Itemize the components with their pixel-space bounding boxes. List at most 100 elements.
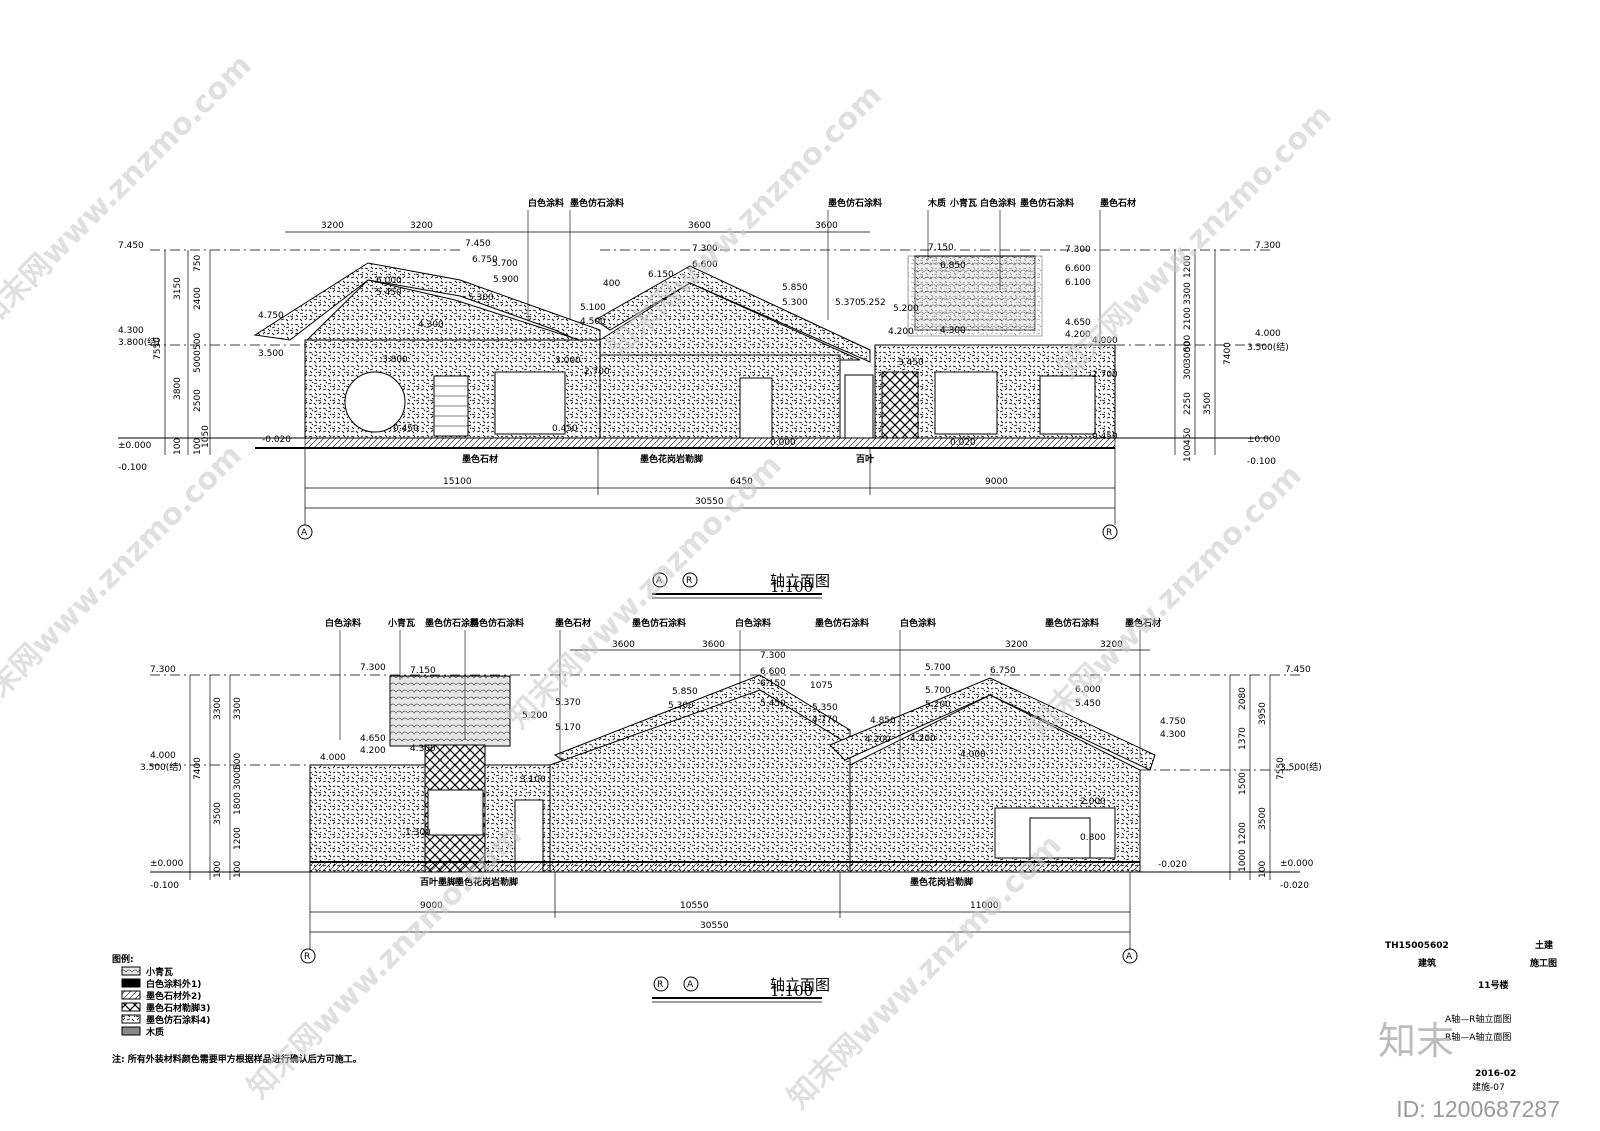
legend-note: 注: 所有外装材料颜色需要甲方根据样品进行确认后方可施工。 bbox=[112, 1053, 362, 1065]
dim-text: 1800 bbox=[233, 792, 243, 815]
level-mark: -0.100 bbox=[150, 881, 179, 891]
level-mark: 4.200 bbox=[910, 734, 936, 744]
level-mark: ±0.000 bbox=[150, 859, 184, 869]
legend-item: 墨色石材外2) bbox=[146, 990, 201, 1002]
drawing-type: 建筑 bbox=[1418, 957, 1436, 969]
level-mark: 6.750 bbox=[990, 666, 1016, 676]
dim-text: 7400 bbox=[1223, 342, 1233, 365]
dim-text: 3300 bbox=[213, 697, 223, 720]
drawing-name-1: A轴—R轴立面图 bbox=[1445, 1013, 1511, 1025]
level-mark: 4.200 bbox=[888, 327, 914, 337]
material-label: 白色涂料 bbox=[528, 197, 564, 209]
material-label: 墨色花岗岩勒脚 bbox=[910, 876, 973, 888]
dim-text: 1050 bbox=[201, 425, 211, 448]
dim-text: 1200 bbox=[1238, 822, 1248, 845]
dim-text: 3150 bbox=[173, 277, 183, 300]
level-mark: 3.800(结) bbox=[118, 336, 160, 348]
level-mark: -0.020 bbox=[1280, 881, 1309, 891]
drawing-date: 2016-02 bbox=[1475, 1069, 1516, 1079]
level-mark: 0.000 bbox=[770, 438, 796, 448]
material-label: 白色涂料 bbox=[325, 617, 361, 629]
level-mark: 3.500(结) bbox=[1280, 761, 1322, 773]
material-label: 墨色仿石涂料 bbox=[1020, 197, 1074, 209]
window-large-1 bbox=[494, 371, 566, 435]
level-mark: 4.850 bbox=[870, 716, 896, 726]
level-mark: 6.000 bbox=[1075, 685, 1101, 695]
level-mark: 7.300 bbox=[692, 244, 718, 254]
material-label: 小青瓦 bbox=[387, 617, 415, 629]
drawing-stage: 施工图 bbox=[1530, 957, 1557, 969]
level-mark: 6.600 bbox=[760, 667, 786, 677]
dim-text: 2080 bbox=[1238, 687, 1248, 710]
door-2 bbox=[844, 374, 874, 439]
level-mark: 5.200 bbox=[925, 700, 951, 710]
level-mark: 6.600 bbox=[692, 260, 718, 270]
title-axis: A bbox=[656, 576, 663, 586]
material-label: 白色涂料 bbox=[980, 197, 1016, 209]
level-mark: 4.300 bbox=[940, 326, 966, 336]
level-mark: 0.020 bbox=[950, 438, 976, 448]
level-mark: 5.450 bbox=[376, 288, 402, 298]
level-mark: 5.850 bbox=[672, 687, 698, 697]
dim-text: 500 bbox=[193, 333, 203, 350]
axis-bubble-a bbox=[297, 524, 313, 540]
legend-swatch bbox=[121, 966, 141, 976]
level-mark: 5.700 bbox=[925, 663, 951, 673]
dim-text: 500 bbox=[233, 753, 243, 770]
dim-text: 3000 bbox=[1183, 341, 1193, 364]
level-mark: 4.500 bbox=[580, 317, 606, 327]
roof-middle-gable bbox=[549, 689, 851, 873]
axis-label-a: A bbox=[1126, 952, 1133, 962]
dim-text: 100 bbox=[213, 861, 223, 878]
watermark: 知末网www.znzmo.com bbox=[0, 48, 259, 336]
level-mark: -0.100 bbox=[118, 463, 147, 473]
dim-text: 300 bbox=[1183, 363, 1193, 380]
level-mark: 0.800 bbox=[1080, 833, 1106, 843]
level-mark: 5.300 bbox=[782, 298, 808, 308]
title-block: TH15005602 土建 建筑 施工图 11号楼 A轴—R轴立面图 R轴—A轴… bbox=[1385, 939, 1557, 1093]
dim-text: 2400 bbox=[193, 287, 203, 310]
level-mark: 5.700 bbox=[492, 259, 518, 269]
level-mark: 6.150 bbox=[760, 679, 786, 689]
legend-item: 白色涂料外1) bbox=[146, 978, 201, 990]
level-mark: 5.350 bbox=[812, 703, 838, 713]
material-label: 墨色仿石涂料 bbox=[815, 617, 869, 629]
level-mark: 6.600 bbox=[1065, 264, 1091, 274]
level-mark: 5.200 bbox=[893, 304, 919, 314]
dim-text: 1370 bbox=[1238, 727, 1248, 750]
dim-text: 3000 bbox=[233, 767, 243, 790]
title-axis-bubble bbox=[652, 572, 668, 588]
dim-text: 100 bbox=[173, 438, 183, 455]
dim-total: 30550 bbox=[700, 921, 729, 931]
level-mark: 6.000 bbox=[376, 276, 402, 286]
bottom-elevation: R A 3600 3600 3200 3200 9000 10550 11000… bbox=[140, 617, 1322, 1003]
material-label: 百叶 bbox=[856, 453, 874, 465]
level-mark: 3.500(结) bbox=[1247, 341, 1289, 353]
axis-bubble-r bbox=[300, 948, 316, 964]
title-axis-bubble bbox=[653, 976, 669, 992]
level-mark: 4.750 bbox=[258, 311, 284, 321]
inner-levels-top: 7.450 6.750 5.700 5.900 6.000 5.450 5.30… bbox=[262, 239, 1118, 448]
tile-roof-box-frame bbox=[907, 255, 1043, 337]
dim-text: 9000 bbox=[985, 477, 1008, 487]
level-mark: 7.450 bbox=[465, 239, 491, 249]
material-label: 白色涂料 bbox=[900, 617, 936, 629]
level-mark: 5.300 bbox=[668, 701, 694, 711]
dim-text: 3300 bbox=[1183, 282, 1193, 305]
level-mark: 7.150 bbox=[928, 243, 954, 253]
axis-label-r: R bbox=[1106, 528, 1112, 538]
material-label: 墨色仿石涂料 bbox=[470, 617, 524, 629]
dim-text: 5000 bbox=[193, 350, 203, 373]
lattice-window bbox=[427, 789, 484, 836]
legend-swatch bbox=[121, 1002, 141, 1012]
axis-label-r: R bbox=[304, 952, 310, 962]
dim-text: 500 bbox=[1183, 335, 1193, 352]
top-elevation: A R 3200 3200 3600 3600 15100 6450 9000 … bbox=[118, 197, 1289, 599]
wall-middle bbox=[599, 354, 841, 439]
level-mark: 5.450 bbox=[1075, 699, 1101, 709]
legend-swatch bbox=[121, 1014, 141, 1024]
level-mark: ±0.000 bbox=[118, 441, 152, 451]
level-mark: 5.170 bbox=[555, 723, 581, 733]
dim-text: 1000 bbox=[1238, 849, 1248, 872]
axis-bubble-a bbox=[1122, 948, 1138, 964]
